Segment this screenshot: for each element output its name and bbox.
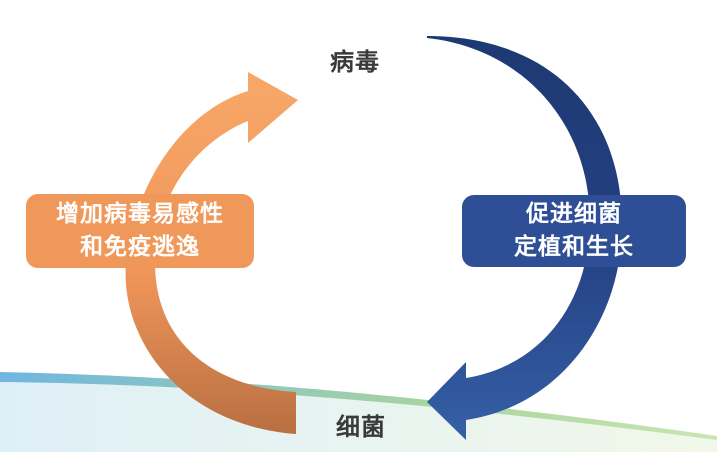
box-left-line2: 和免疫逃逸 [80, 234, 200, 260]
blue-cycle-arrow [427, 36, 623, 440]
node-bacteria: 细菌 [336, 413, 386, 441]
box-virus-susceptibility: 增加病毒易感性 和免疫逃逸 [26, 194, 254, 268]
box-left-line1: 增加病毒易感性 [56, 201, 224, 227]
box-bacterial-colonization: 促进细菌 定植和生长 [462, 195, 686, 267]
node-virus: 病毒 [330, 48, 380, 76]
box-right-line2: 定植和生长 [514, 234, 634, 260]
box-right-line1: 促进细菌 [526, 201, 622, 227]
orange-cycle-arrow [125, 72, 298, 434]
decorative-wave [0, 372, 717, 452]
